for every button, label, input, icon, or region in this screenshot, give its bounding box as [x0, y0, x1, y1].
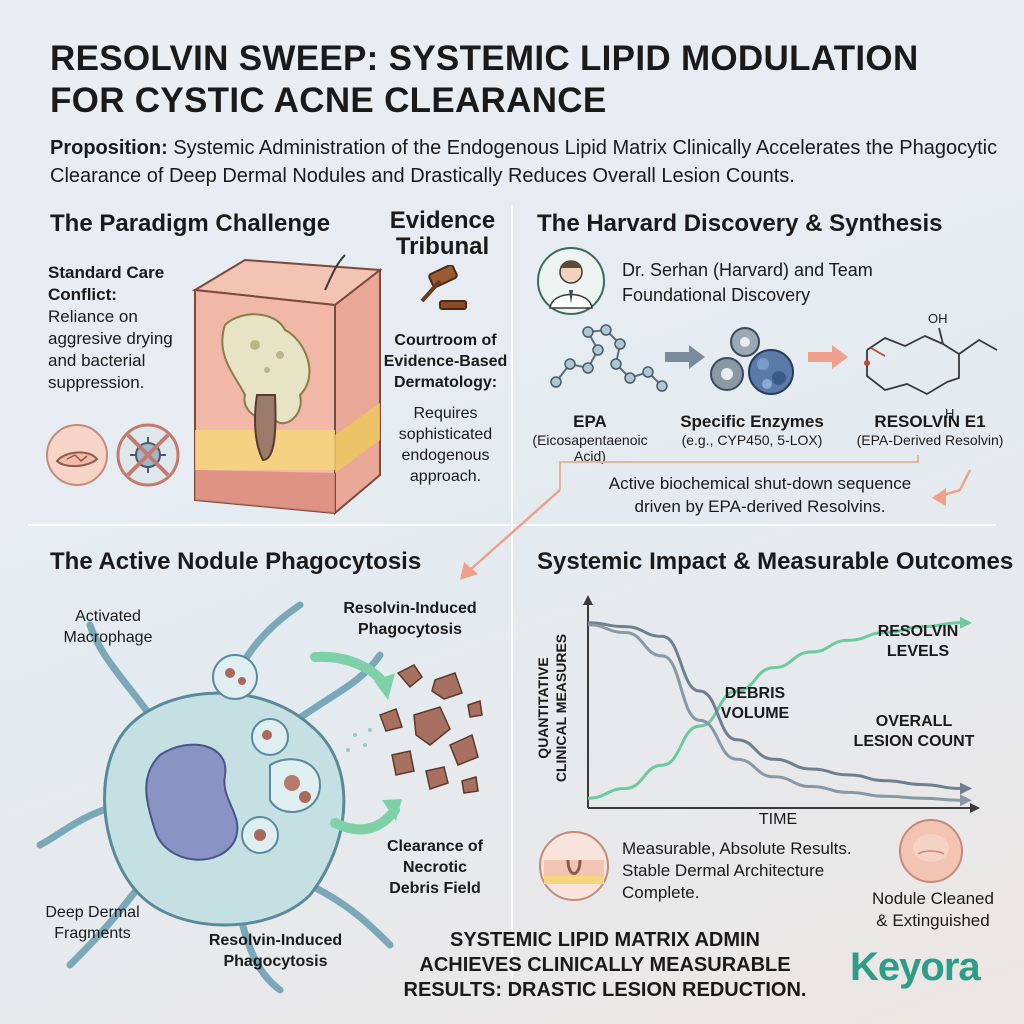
- step-enzymes-name: Specific Enzymes: [680, 412, 824, 431]
- drying-skin-icon: [46, 424, 108, 486]
- x-axis-label: TIME: [759, 811, 797, 828]
- step-epa: EPA (Eicosapentaenoic Acid): [520, 412, 660, 464]
- title-line-2: FOR CYSTIC ACNE CLEARANCE: [50, 81, 607, 120]
- conclusion-text: SYSTEMIC LIPID MATRIX ADMIN ACHIEVES CLI…: [395, 928, 815, 1003]
- results-line-3: Complete.: [622, 883, 700, 902]
- nodule-cleaned-label: Nodule Cleaned & Extinguished: [858, 888, 1008, 932]
- arrow-right-icon: [665, 345, 705, 369]
- sequence-line-2: driven by EPA-derived Resolvins.: [634, 497, 886, 516]
- impact-heading: Systemic Impact & Measurable Outcomes: [537, 548, 1014, 575]
- arrow-right-icon-2: [808, 345, 848, 369]
- scientist-line-2: Foundational Discovery: [622, 285, 811, 305]
- clearance-line-2: Necrotic: [402, 859, 468, 876]
- activated-line-2: Macrophage: [63, 629, 153, 646]
- gavel-icon: [420, 265, 467, 310]
- quadrant-divider-vertical: [511, 205, 513, 995]
- chart-axes: [583, 595, 980, 813]
- sequence-text: Active biochemical shut-down sequence dr…: [590, 472, 930, 518]
- sequence-line-1: Active biochemical shut-down sequence: [608, 474, 912, 493]
- courtroom-text: Requires sophisticated endogenous approa…: [398, 405, 493, 485]
- proposition-text: Systemic Administration of the Endogenou…: [50, 137, 998, 187]
- h-label: H: [945, 406, 955, 421]
- debris-volume-line-arrowhead: [960, 782, 972, 795]
- oh-label: OH: [928, 311, 948, 326]
- standard-care-label: Standard Care Conflict:: [48, 263, 165, 304]
- conclusion-line-2: ACHIEVES CLINICALLY MEASURABLE: [419, 954, 791, 976]
- induced-bottom-line-2: Phagocytosis: [223, 953, 328, 970]
- lesion-count-line: [587, 623, 961, 802]
- induced-top-label: Resolvin-Induced Phagocytosis: [330, 598, 490, 640]
- title-line-1: RESOLVIN SWEEP: SYSTEMIC LIPID MODULATIO…: [50, 39, 919, 78]
- results-line-1: Measurable, Absolute Results.: [622, 839, 852, 858]
- step-epa-sub: (Eicosapentaenoic Acid): [532, 432, 648, 464]
- resolvin-structure-icon: [864, 327, 998, 396]
- x-axis-arrowhead: [970, 803, 980, 813]
- nodule-cleaned-icon: [899, 819, 963, 883]
- lesion-count-line-arrowhead: [960, 794, 972, 807]
- scientist-avatar: [537, 247, 605, 315]
- clearance-line-1: Clearance of: [386, 838, 484, 855]
- step-resolvin-sub: (EPA-Derived Resolvin): [856, 432, 1004, 448]
- quadrant-divider-horizontal: [28, 524, 996, 526]
- conclusion-line-3: RESULTS: DRASTIC LESION REDUCTION.: [403, 979, 807, 1001]
- harvard-heading: The Harvard Discovery & Synthesis: [537, 210, 943, 237]
- induced-top-line-2: Phagocytosis: [357, 621, 463, 638]
- nodule-line-1: Nodule Cleaned: [872, 889, 994, 908]
- resolvin-levels-line-arrowhead: [960, 616, 972, 629]
- induced-bottom-label: Resolvin-Induced Phagocytosis: [193, 930, 358, 972]
- paradigm-heading: The Paradigm Challenge: [50, 210, 331, 237]
- chart-series: [587, 616, 972, 807]
- skin-cross-section-icon: [191, 254, 383, 516]
- standard-care-text: Reliance on aggresive drying and bacteri…: [48, 307, 173, 392]
- activated-line-1: Activated: [75, 608, 141, 625]
- enzymes-gears-icon: [710, 327, 794, 395]
- results-line-2: Stable Dermal Architecture: [622, 861, 825, 880]
- fragments-line-1: Deep Dermal: [45, 904, 140, 921]
- phagocytosis-heading: The Active Nodule Phagocytosis: [50, 548, 422, 575]
- proposition: Proposition: Systemic Administration of …: [50, 134, 1000, 190]
- page-title: RESOLVIN SWEEP: SYSTEMIC LIPID MODULATIO…: [50, 38, 1000, 122]
- brand-logo: Keyora: [850, 945, 981, 989]
- epa-molecule-icon: [550, 324, 668, 392]
- healed-skin-icon: [539, 831, 609, 901]
- step-enzymes: Specific Enzymes (e.g., CYP450, 5-LOX): [672, 412, 832, 448]
- clearance-line-3: Debris Field: [389, 880, 481, 897]
- proposition-label: Proposition:: [50, 137, 168, 159]
- conclusion-line-1: SYSTEMIC LIPID MATRIX ADMIN: [450, 929, 760, 951]
- scientist-text: Dr. Serhan (Harvard) and Team Foundation…: [622, 258, 873, 308]
- tribunal-heading-line-2: Tribunal: [395, 233, 490, 260]
- step-enzymes-sub: (e.g., CYP450, 5-LOX): [681, 432, 823, 448]
- clearance-label: Clearance of Necrotic Debris Field: [365, 836, 505, 899]
- step-epa-name: EPA: [573, 412, 607, 431]
- fragments-label: Deep Dermal Fragments: [25, 902, 160, 944]
- results-text: Measurable, Absolute Results. Stable Der…: [622, 838, 852, 904]
- step-resolvin: RESOLVIN E1 (EPA-Derived Resolvin): [850, 412, 1010, 448]
- resolvin-levels-line: [587, 621, 961, 800]
- tribunal-heading: Evidence Tribunal: [385, 208, 500, 260]
- induced-top-line-1: Resolvin-Induced: [343, 600, 477, 617]
- macrophage-illustration: [36, 601, 483, 994]
- y-axis-arrowhead: [583, 595, 593, 605]
- step-resolvin-name: RESOLVIN E1: [874, 412, 986, 431]
- activated-macrophage-label: Activated Macrophage: [43, 606, 173, 648]
- tribunal-heading-line-1: Evidence: [389, 207, 496, 234]
- fragments-line-2: Fragments: [54, 925, 131, 942]
- debris-volume-line: [587, 621, 961, 790]
- nodule-line-2: & Extinguished: [876, 911, 990, 930]
- scientist-line-1: Dr. Serhan (Harvard) and Team: [622, 260, 873, 280]
- no-bacteria-icon: [116, 423, 180, 487]
- courtroom-label: Courtroom of Evidence-Based Dermatology:: [383, 332, 508, 391]
- courtroom-block: Courtroom of Evidence-Based Dermatology:…: [383, 330, 508, 487]
- induced-bottom-line-1: Resolvin-Induced: [208, 932, 343, 949]
- standard-care-block: Standard Care Conflict: Reliance on aggr…: [48, 262, 198, 394]
